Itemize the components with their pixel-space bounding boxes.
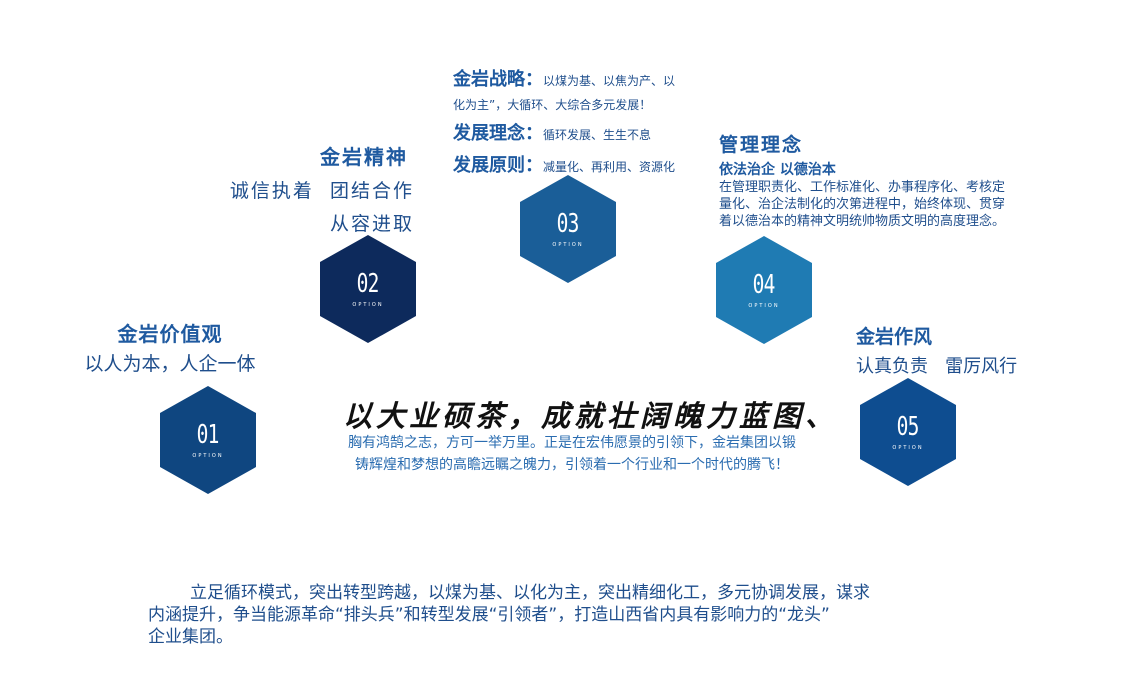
option-caption: OPTION <box>892 444 924 451</box>
strategy-text-2: 化为主”，大循环、大综合多元发展！ <box>453 98 652 112</box>
values-title: 金岩价值观 <box>117 322 223 346</box>
option-number: 05 <box>897 411 920 442</box>
spirit-title: 金岩精神 <box>320 145 408 169</box>
management-line-1: 在管理职责化、工作标准化、办事程序化、考核定 <box>719 180 1006 195</box>
option-caption: OPTION <box>352 301 384 308</box>
strategy-block: 金岩战略：以煤为基、以焦为产、以 化为主”，大循环、大综合多元发展！ 发展理念：… <box>453 65 723 177</box>
option-caption: OPTION <box>552 241 584 248</box>
management-title: 管理理念 <box>719 134 804 156</box>
management-line-2: 量化、治企法制化的次第进程中，始终体现、贯穿 <box>719 197 1006 212</box>
strategy-title: 金岩战略： <box>453 69 543 90</box>
bottom-line-3: 企业集团。 <box>148 627 233 647</box>
style-block: 金岩作风 认真负责 雷厉风行 <box>856 322 1076 378</box>
option-number: 04 <box>753 269 776 300</box>
values-block: 金岩价值观 以人为本，人企一体 <box>60 318 280 376</box>
center-line-2: 铸辉煌和梦想的高瞻远瞩之魄力，引领着一个行业和一个时代的腾飞！ <box>355 457 789 473</box>
bottom-line-2: 内涵提升，争当能源革命“排头兵”和转型发展“引领者”，打造山西省内具有影响力的“… <box>148 605 830 625</box>
hexagon-option-01: 01 OPTION <box>160 386 256 494</box>
calligraphy-slogan: 以大业硕茶，成就壮阔魄力蓝图、 <box>343 399 839 433</box>
principle-text: 减量化、再利用、资源化 <box>543 160 676 174</box>
spirit-block: 金岩精神 诚信执着 团结合作 从容进取 <box>214 141 414 236</box>
management-line-3: 着以德治本的精神文明统帅物质文明的高度理念。 <box>719 214 1006 229</box>
style-text: 认真负责 雷厉风行 <box>856 356 1018 377</box>
bottom-paragraph: 立足循环模式，突出转型跨越，以煤为基、以化为主，突出精细化工，多元协调发展，谋求… <box>148 582 1018 648</box>
management-subtitle: 依法治企 以德治本 <box>719 162 836 178</box>
values-text: 以人为本，人企一体 <box>84 353 256 375</box>
strategy-text-1: 以煤为基、以焦为产、以 <box>543 74 676 88</box>
option-number: 02 <box>357 268 380 299</box>
management-block: 管理理念 依法治企 以德治本 在管理职责化、工作标准化、办事程序化、考核定 量化… <box>719 130 1079 230</box>
center-line-1: 胸有鸿鹄之志，方可一举万里。正是在宏伟愿景的引领下，金岩集团以锻 <box>348 435 796 451</box>
hexagon-option-02: 02 OPTION <box>320 235 416 343</box>
spirit-line-2: 从容进取 <box>329 213 414 235</box>
hexagon-option-04: 04 OPTION <box>716 236 812 344</box>
option-caption: OPTION <box>748 302 780 309</box>
principle-title: 发展原则： <box>453 155 543 176</box>
idea-text: 循环发展、生生不息 <box>543 128 652 142</box>
option-number: 01 <box>197 419 220 450</box>
center-text: 胸有鸿鹄之志，方可一举万里。正是在宏伟愿景的引领下，金岩集团以锻 铸辉煌和梦想的… <box>312 432 832 476</box>
style-title: 金岩作风 <box>856 326 933 348</box>
option-number: 03 <box>557 208 580 239</box>
hexagon-option-05: 05 OPTION <box>860 378 956 486</box>
hexagon-option-03: 03 OPTION <box>520 175 616 283</box>
spirit-line-1: 诚信执着 团结合作 <box>229 180 414 202</box>
option-caption: OPTION <box>192 452 224 459</box>
bottom-line-1: 立足循环模式，突出转型跨越，以煤为基、以化为主，突出精细化工，多元协调发展，谋求 <box>190 583 870 603</box>
idea-title: 发展理念： <box>453 123 543 144</box>
